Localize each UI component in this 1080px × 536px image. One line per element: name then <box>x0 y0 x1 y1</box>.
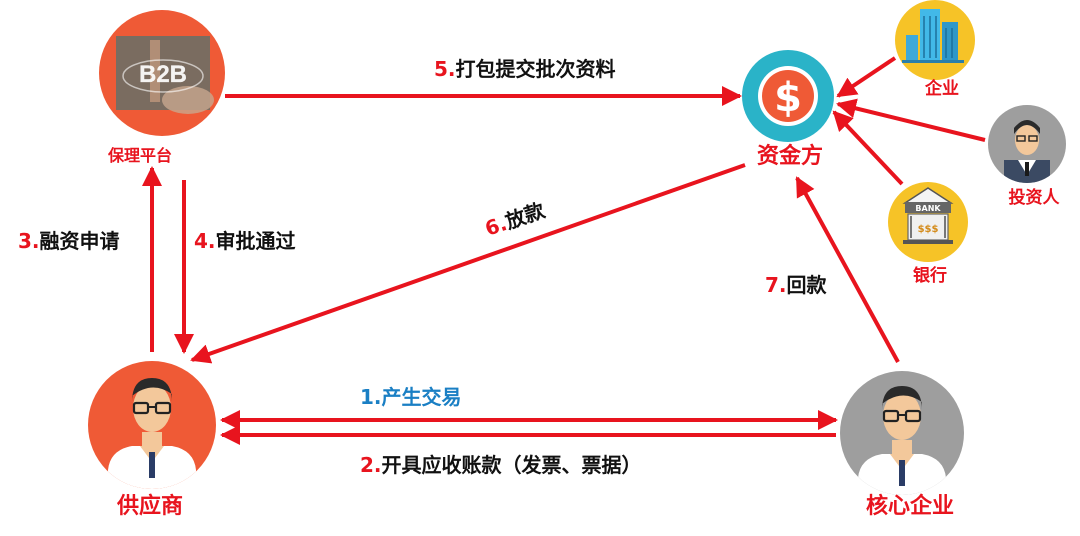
step6-text: 放款 <box>501 198 549 234</box>
bank-node: BANK $$$ <box>888 182 968 262</box>
arrow-investor-funder <box>836 98 986 142</box>
funder-node: $ <box>742 50 834 142</box>
supplier-label: 供应商 <box>116 493 183 519</box>
investor-node <box>988 105 1066 183</box>
bank-label: 银行 <box>913 265 947 286</box>
step3-label: 3.融资申请 <box>18 229 120 253</box>
core-avatar <box>858 386 946 495</box>
step1-text: 产生交易 <box>382 385 462 409</box>
step7-label: 7.回款 <box>765 273 828 297</box>
step6-label: 6.放款 <box>482 198 549 241</box>
step7-text: 回款 <box>787 273 828 297</box>
bank-money-text: $$$ <box>918 224 939 235</box>
arrow-bank-funder <box>832 110 904 186</box>
building-icon <box>902 9 964 63</box>
platform-node: B2B <box>99 10 225 136</box>
step4-text: 审批通过 <box>216 229 296 253</box>
flow-labels: 5.打包提交批次资料 3.融资申请 4.审批通过 6.放款 7.回款 1.产生交… <box>18 57 828 477</box>
supplier-node <box>88 361 216 489</box>
platform-label: 保理平台 <box>107 146 172 165</box>
step2-num: 2. <box>360 453 382 477</box>
step7-num: 7. <box>765 273 787 297</box>
step2-text: 开具应收账款（发票、票据） <box>382 453 642 477</box>
bank-icon: BANK $$$ <box>902 187 954 244</box>
step5-num: 5. <box>434 57 456 81</box>
b2b-badge: B2B <box>139 61 187 88</box>
arrow-step7 <box>795 176 900 363</box>
investor-label: 投资人 <box>1009 187 1061 208</box>
step5-label: 5.打包提交批次资料 <box>434 57 616 81</box>
step3-num: 3. <box>18 229 40 253</box>
step1-num: 1. <box>360 385 382 409</box>
step3-text: 融资申请 <box>40 229 120 253</box>
enterprise-node <box>895 0 975 80</box>
enterprise-label: 企业 <box>924 78 959 99</box>
funder-label: 资金方 <box>757 143 823 169</box>
dollar-icon: $ <box>774 75 802 121</box>
core-label: 核心企业 <box>866 493 954 519</box>
arrow-enterprise-funder <box>836 56 897 98</box>
core-node <box>840 371 964 495</box>
step2-label: 2.开具应收账款（发票、票据） <box>360 453 642 477</box>
step4-label: 4.审批通过 <box>194 229 296 253</box>
arrows <box>142 56 986 445</box>
investor-avatar <box>1004 120 1050 183</box>
step1-label: 1.产生交易 <box>360 385 462 409</box>
step4-num: 4. <box>194 229 216 253</box>
step5-text: 打包提交批次资料 <box>456 57 616 81</box>
node-labels: 保理平台 资金方 企业 投资人 银行 供应商 核心企业 <box>107 78 1061 519</box>
bank-sign-text: BANK <box>915 204 941 213</box>
arrow-step6 <box>190 163 746 364</box>
